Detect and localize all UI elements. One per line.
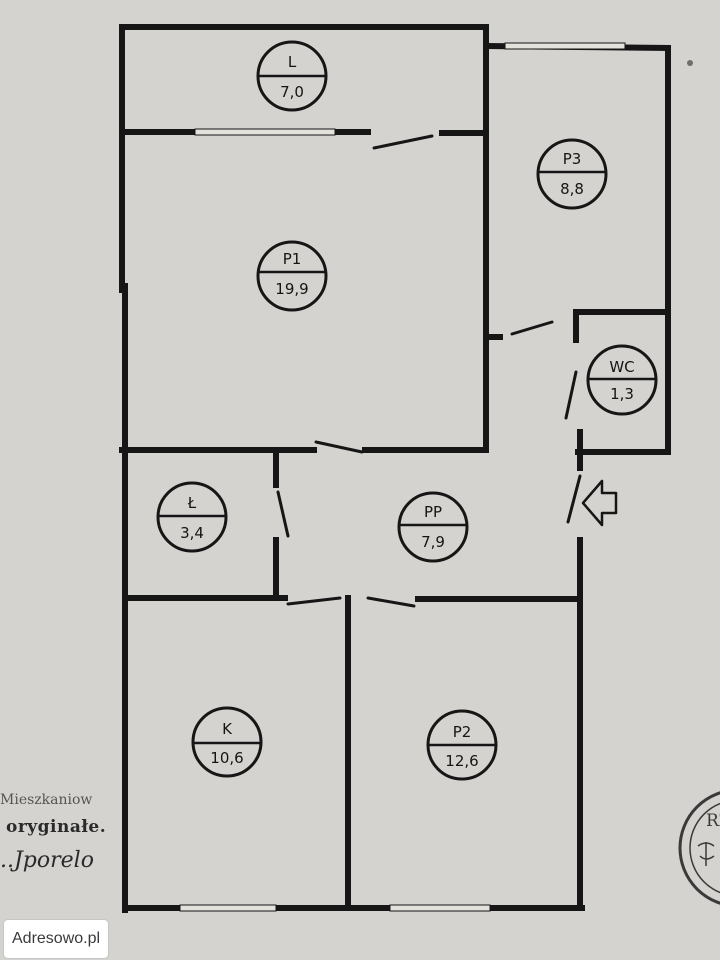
- room-area: 12,6: [445, 752, 478, 770]
- door: [314, 440, 364, 454]
- door: [366, 596, 416, 608]
- room-area: 1,3: [610, 385, 634, 403]
- room-area: 3,4: [180, 524, 204, 542]
- margin-text-2: oryginałe.: [6, 817, 107, 837]
- room-area: 7,9: [421, 533, 445, 551]
- room-name: PP: [424, 503, 442, 521]
- room-area: 8,8: [560, 180, 584, 198]
- speck: [687, 60, 693, 66]
- room-label-LAZ: Ł 3,4: [156, 481, 228, 553]
- room-label-L: L 7,0: [256, 40, 328, 112]
- stamp-text: RZ: [706, 811, 720, 831]
- door: [564, 370, 578, 420]
- margin-text-1: Mieszkaniow: [0, 792, 93, 808]
- window: [194, 128, 336, 136]
- room-name: L: [288, 53, 297, 71]
- door: [510, 320, 554, 336]
- stamp: RZ: [678, 791, 720, 905]
- room-area: 7,0: [280, 83, 304, 101]
- door: [372, 134, 434, 150]
- room-name: Ł: [187, 494, 197, 512]
- windows: [179, 42, 626, 912]
- room-label-PP: PP 7,9: [397, 491, 469, 563]
- entrance-arrow-icon: [581, 479, 618, 527]
- room-name: P3: [563, 150, 582, 168]
- watermark: Adresowo.pl: [3, 919, 110, 959]
- room-label-K: K 10,6: [191, 706, 263, 778]
- signature: ..Jporelo: [0, 848, 94, 873]
- door: [276, 490, 290, 538]
- room-area: 19,9: [275, 280, 308, 298]
- door: [566, 474, 582, 524]
- room-name: K: [222, 720, 233, 738]
- window: [504, 42, 626, 50]
- window: [389, 904, 491, 912]
- room-label-P2: P2 12,6: [426, 709, 498, 781]
- room-name: P1: [283, 250, 302, 268]
- door: [286, 596, 342, 606]
- room-name: WC: [609, 358, 634, 376]
- room-name: P2: [453, 723, 472, 741]
- room-label-P1: P1 19,9: [256, 240, 328, 312]
- room-label-P3: P3 8,8: [536, 138, 608, 210]
- room-area: 10,6: [210, 749, 243, 767]
- window: [179, 904, 277, 912]
- room-label-WC: WC 1,3: [586, 344, 658, 416]
